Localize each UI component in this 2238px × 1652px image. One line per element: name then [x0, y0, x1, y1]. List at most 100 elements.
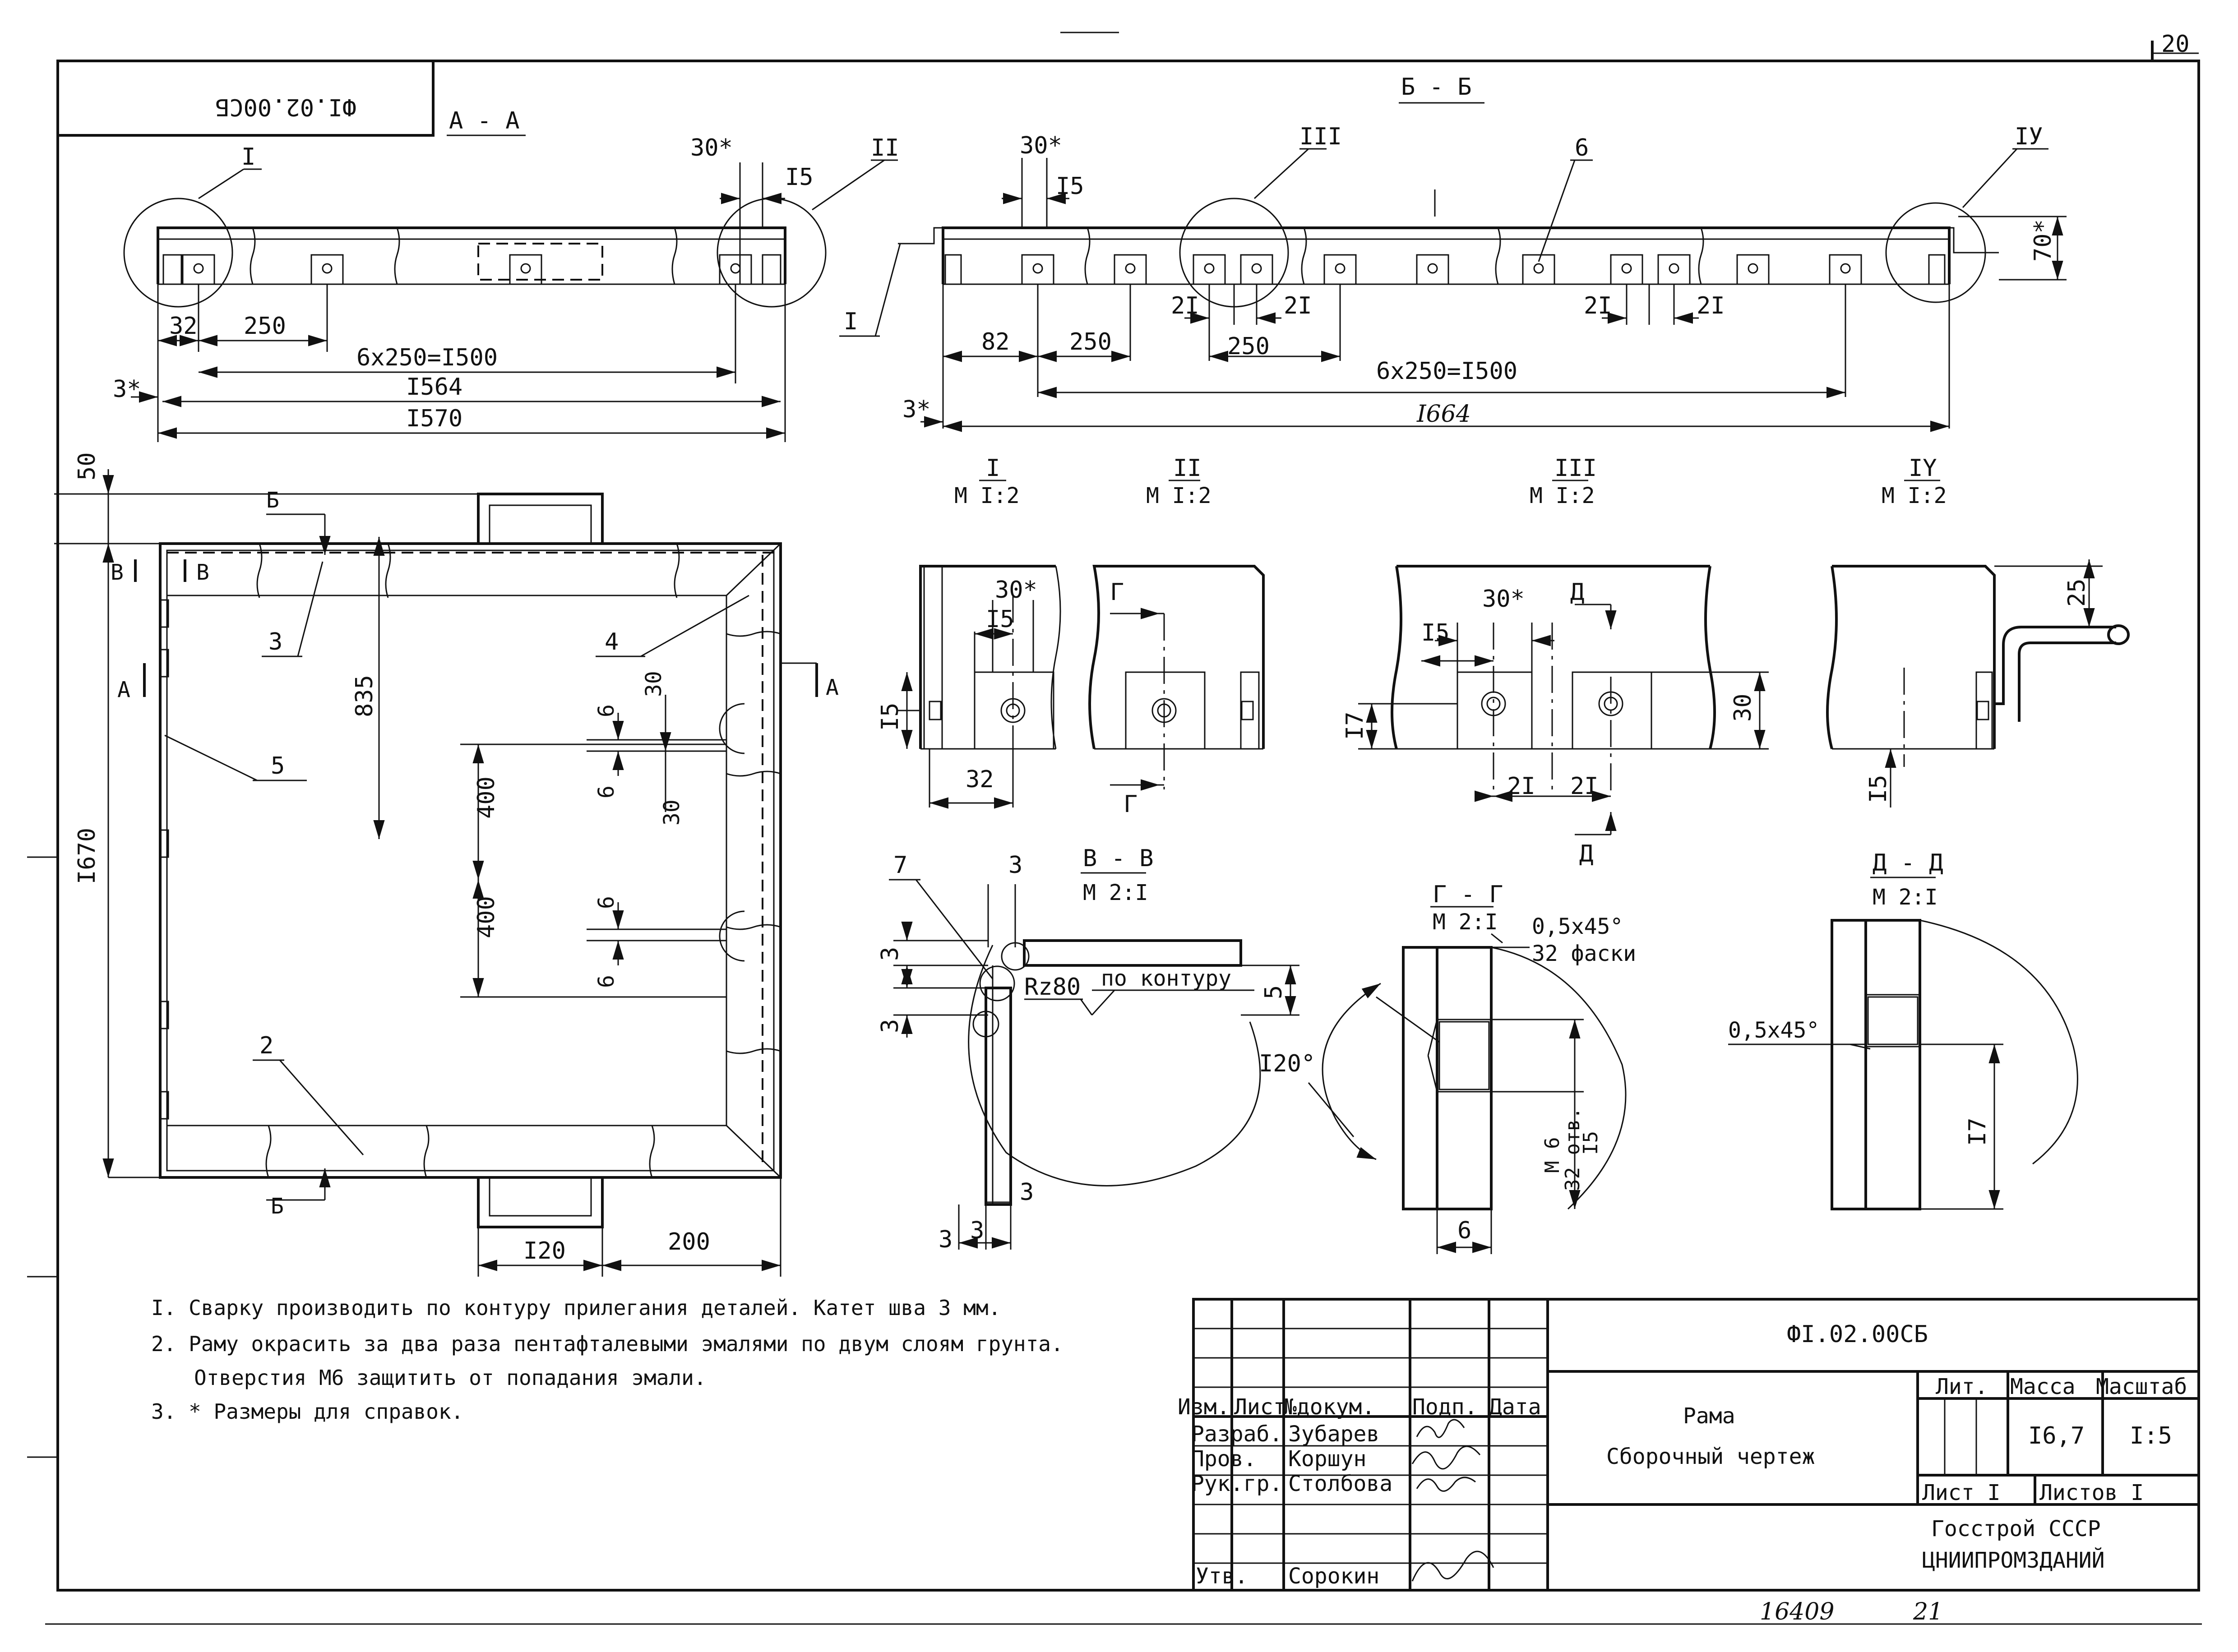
detail-1-scale: М I:2 [954, 483, 1020, 508]
detail-1-dim-15: I5 [986, 606, 1014, 633]
detail-1-label: I [986, 455, 1000, 482]
bb-dim-30: 30* [1020, 132, 1062, 159]
plan-dim-30a: 30 [641, 671, 666, 697]
detail-3: 30* I5 I7 30 2I 2I Д Д [1341, 565, 1769, 868]
aa-dim-1564: I564 [406, 374, 462, 401]
vv-rz: Rz80 [1024, 974, 1081, 1001]
detail-4-label: IY [1909, 455, 1937, 482]
detail-1: 30* I5 I5 32 [877, 565, 1061, 809]
tb-name-head: Столбова [1288, 1471, 1392, 1496]
bb-dim-6x250: 6x250=I500 [1376, 358, 1517, 385]
aa-dim-15: I5 [785, 164, 814, 191]
vv-dim-3a: 3 [1008, 852, 1022, 879]
detail-3-mark-d-bottom: Д [1579, 840, 1593, 868]
tb-col-sign: Подп. [1412, 1394, 1478, 1420]
plan-dim-6b: 6 [594, 785, 619, 798]
section-b-b: Б - Б [839, 74, 2067, 432]
vv-dim-3d: 3 [970, 1217, 984, 1244]
detail-3-mark-d-top: Д [1570, 579, 1584, 606]
tb-scale: I:5 [2130, 1422, 2172, 1449]
bb-dim-21c: 2I [1584, 292, 1612, 319]
plan-mark-v-right: В [196, 560, 209, 585]
callout-iv: IУ [2015, 123, 2043, 150]
callout-ii: II [871, 134, 899, 162]
vv-dim-3c: 3 [877, 1019, 904, 1033]
gg-m6: М 6 [1541, 1137, 1564, 1173]
tb-lit: Лит. [1936, 1374, 1988, 1399]
section-d-d-scale: М 2:I [1873, 885, 1938, 910]
gg-dim-15: I5 [1579, 1131, 1602, 1155]
aa-dim-3: 3* [113, 376, 141, 403]
bb-dim-82: 82 [981, 328, 1010, 355]
plan-dim-835: 835 [351, 675, 378, 717]
footer-number: 16409 [1760, 1598, 1834, 1625]
plan-mark-a-left: А [117, 677, 130, 702]
bb-dim-250a: 250 [1069, 328, 1112, 355]
callout-part-7: 7 [893, 852, 907, 879]
gg-chamfer: 0,5x45° [1532, 914, 1623, 939]
section-v-v: В - В М 2:I 7 3 3 3 Rz80 по контуру [877, 845, 1299, 1253]
detail-2-scale: М I:2 [1146, 483, 1211, 508]
dd-dim-17: I7 [1964, 1117, 1991, 1146]
bb-dim-21b: 2I [1284, 292, 1312, 319]
section-b-b-label: Б - Б [1401, 74, 1472, 101]
gg-32holes: 32 отв. [1561, 1107, 1584, 1191]
plan-dim-400b: 400 [473, 896, 500, 938]
title-block: Изм. Лист №докум. Подп. Дата Разраб. Зуб… [1178, 1298, 2200, 1592]
aa-dim-250: 250 [244, 313, 286, 340]
detail-3-dim-17: I7 [1341, 711, 1369, 740]
tb-role-dev: Разраб. [1191, 1421, 1282, 1447]
plan-dim-120: I20 [523, 1237, 566, 1264]
section-g-g-label: Г - Г [1433, 881, 1503, 908]
note-2: 2. Раму окрасить за два раза пентафталев… [151, 1332, 1064, 1356]
detail-3-dim-21a: 2I [1507, 773, 1535, 800]
vv-dim-3b: 3 [877, 947, 904, 961]
page-number: 20 [2161, 31, 2190, 58]
bb-dim-21a: 2I [1171, 292, 1199, 319]
tb-title-2: Сборочный чертеж [1606, 1444, 1815, 1469]
plan-mark-b-top: Б [266, 488, 279, 513]
bb-dim-250b: 250 [1227, 333, 1270, 360]
section-v-v-scale: М 2:I [1083, 880, 1148, 905]
detail-3-label: III [1554, 455, 1597, 482]
plan-dim-6a: 6 [594, 704, 619, 717]
note-1: I. Сварку производить по контуру прилега… [151, 1296, 1001, 1320]
tb-mass-label: Масса [2010, 1374, 2076, 1399]
aa-dim-6x250: 6x250=I500 [356, 344, 498, 371]
gg-dim-6: 6 [1457, 1217, 1471, 1244]
tb-col-list: Лист [1234, 1394, 1286, 1420]
section-a-a-label: А - А [449, 107, 520, 134]
gg-chamfers: 32 фаски [1532, 941, 1636, 966]
section-v-v-label: В - В [1083, 845, 1154, 872]
tb-org-2: ЦНИИПРОМЗДАНИЙ [1922, 1547, 2105, 1573]
tb-name-check: Коршун [1288, 1446, 1366, 1472]
bb-dim-15: I5 [1056, 173, 1084, 200]
bb-dim-1664: I664 [1416, 401, 1471, 428]
detail-1-dim-30: 30* [995, 577, 1037, 604]
tb-scale-label: Масштаб [2096, 1374, 2187, 1399]
note-3: 3. * Размеры для справок. [151, 1399, 463, 1424]
callout-i: I [241, 143, 255, 171]
plan-dim-400a: 400 [473, 776, 500, 819]
aa-dim-30: 30* [690, 134, 733, 162]
callout-part-4: 4 [605, 628, 619, 655]
plan-mark-v-left: В [111, 560, 124, 585]
aa-dim-32: 32 [169, 313, 198, 340]
aa-dim-1570: I570 [406, 405, 462, 432]
plan-dim-6c: 6 [594, 896, 619, 909]
vv-dim-5: 5 [1260, 985, 1287, 999]
vv-contour: по контуру [1101, 966, 1231, 991]
section-a-a: А - А I II 30* [113, 107, 899, 442]
plan-dim-200: 200 [668, 1228, 710, 1255]
bb-dim-70: 70* [2030, 219, 2057, 262]
tb-role-head: Рук.гр. [1191, 1471, 1282, 1496]
plan-dim-30b: 30 [659, 799, 684, 826]
mirrored-code: ФI.02.00СБ [215, 93, 356, 120]
plan-dim-1670: I670 [74, 828, 101, 884]
callout-part-3: 3 [268, 628, 282, 655]
callout-6: 6 [1575, 134, 1589, 162]
detail-3-dim-21b: 2I [1570, 773, 1599, 800]
mirrored-stamp: ФI.02.00СБ [58, 61, 435, 137]
tb-doc-code: ФI.02.00СБ [1787, 1321, 1928, 1348]
detail-1-dim-15v: I5 [877, 702, 904, 731]
